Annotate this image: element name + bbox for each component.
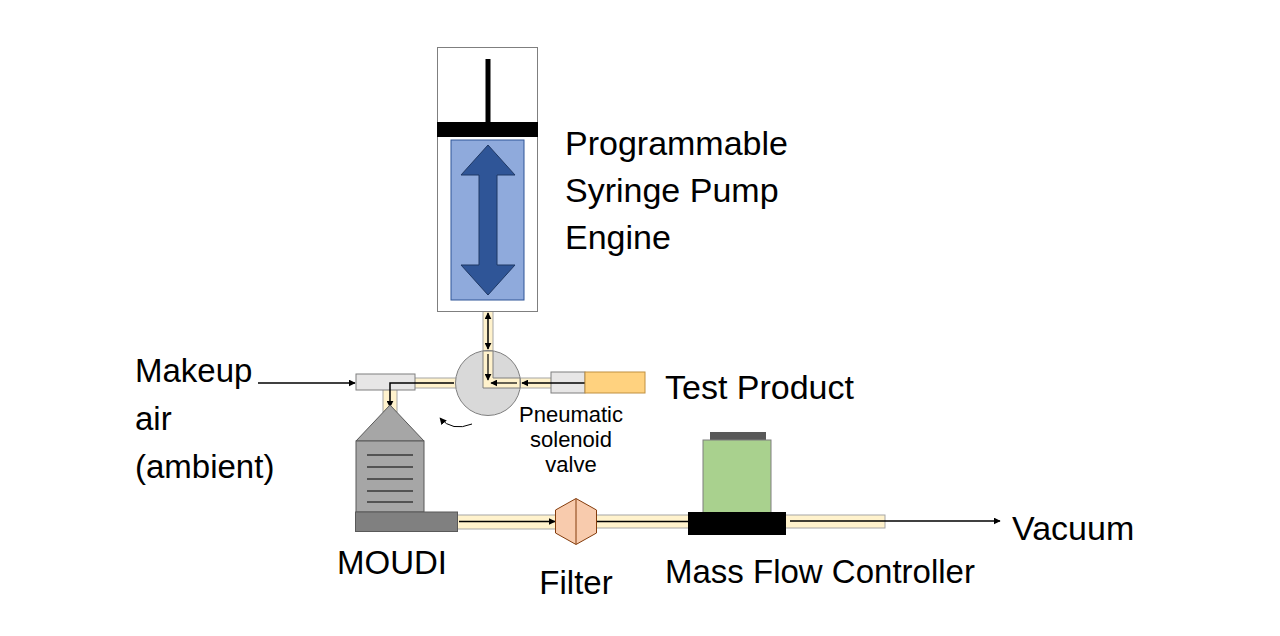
impactor-stage [367,478,413,479]
tube [456,515,557,529]
shape-outline [585,372,645,393]
node-label: Programmable Syringe Pump Engine [565,120,825,261]
filter-holder: Filter [555,498,597,545]
shape-outline [455,350,521,416]
impactor-base [356,512,458,532]
mass-flow-controller: Mass Flow Controller [688,432,786,535]
impactor-stage [367,490,413,491]
rotation-arrow [440,418,472,427]
plunger-rod [486,59,491,123]
node-label: Pneumatic solenoid valve [511,402,631,477]
product-cartridge [585,372,645,393]
node-label: Filter [516,563,636,603]
node-label: Mass Flow Controller [665,552,1045,592]
tee-fitting [356,374,415,390]
flow-arrow [487,354,488,380]
impactor-stack [356,441,424,512]
outlet-label: Vacuum [1012,508,1212,548]
valve-channel [483,351,520,388]
moudi-impactor: MOUDI [355,405,458,532]
filter-housing [556,499,597,545]
inlet-label: Makeup air (ambient) [135,347,285,491]
shape-outline [688,432,786,535]
impactor-stage [367,466,413,467]
impactor-stage [367,454,413,455]
tubing [383,310,885,529]
syringe-pump: Programmable Syringe Pump Engine [437,47,538,312]
filter-membrane [576,499,577,544]
pump-housing [438,48,538,312]
makeup-air-arrow [258,382,355,384]
impactor-inlet [356,405,424,441]
impactor-stage [367,501,413,502]
flow-connector [522,382,585,384]
flow-connector [459,521,555,523]
vacuum-arrow [790,520,1000,522]
node-label: Test Product [665,367,925,407]
test-product: Test Product [585,372,645,393]
plunger-head [437,122,538,137]
valve-body [456,351,521,416]
shape-outline [555,498,597,545]
flow-connector [597,521,688,523]
flow-connector [390,383,454,407]
flow-arrow [491,382,517,383]
syringe-barrel [451,140,524,300]
shape-outline [437,47,538,312]
node-label: MOUDI [337,543,487,583]
solenoid-valve: Pneumatic solenoid valve [455,350,521,416]
shape-outline [355,405,458,532]
controller-base [688,512,786,535]
tube [595,515,690,528]
controller-body [703,440,771,513]
motion-arrow [461,145,515,295]
tube [483,310,493,354]
flow-connector [487,313,489,349]
